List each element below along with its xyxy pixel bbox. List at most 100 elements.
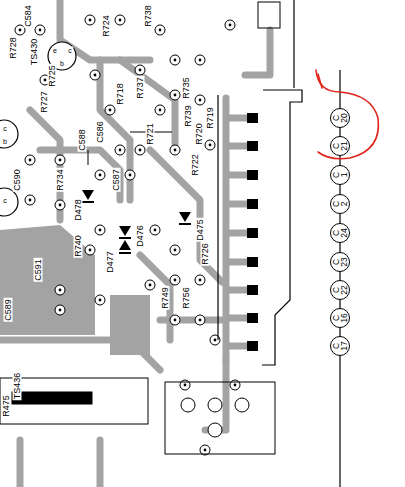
board-edge	[218, 0, 340, 487]
part-label: C590	[13, 168, 22, 192]
part-label: D477	[106, 250, 115, 274]
pad-trace	[226, 343, 250, 350]
pad-trace	[226, 143, 250, 150]
part-label: R734	[56, 168, 65, 192]
part-label: R724	[102, 14, 111, 38]
part-label: R735	[182, 76, 191, 100]
edge-pad	[247, 113, 258, 123]
solder-pad	[85, 245, 95, 255]
pin-number: C 2	[332, 201, 348, 207]
connector-pads	[247, 113, 258, 351]
solder-pad	[95, 170, 105, 180]
solder-pad	[90, 70, 100, 80]
pad-traces	[226, 118, 250, 346]
solder-pad	[135, 145, 145, 155]
solder-pad	[155, 105, 165, 115]
connector-circle: C 23	[330, 252, 350, 272]
solder-pad	[105, 105, 115, 115]
part-label: TS436	[13, 372, 22, 401]
connector-circle: C 22	[330, 280, 350, 300]
part-label: R737	[136, 76, 145, 100]
solder-pad	[85, 15, 95, 25]
pin-letter: b	[59, 60, 65, 67]
pad-trace	[226, 115, 250, 122]
solder-pad	[55, 155, 65, 165]
pin-letter: c	[2, 125, 8, 132]
part-label: TS430	[30, 38, 39, 67]
pin-letter: e	[52, 47, 58, 54]
part-label: R726	[201, 242, 210, 266]
pin-number: C 20	[332, 113, 348, 122]
part-label: C591	[34, 258, 43, 282]
edge-pad	[247, 257, 258, 267]
part-label: D475	[196, 218, 205, 242]
solder-pad	[170, 145, 180, 155]
solder-pad	[95, 225, 105, 235]
solder-pad	[55, 200, 65, 210]
pin-number: C 22	[332, 285, 348, 294]
pad-trace	[226, 201, 250, 208]
solder-pad	[195, 275, 205, 285]
diode-symbols	[82, 190, 191, 254]
solder-pad	[150, 225, 160, 235]
solder-pad	[195, 95, 205, 105]
part-label: R728	[9, 36, 18, 60]
part-label: C586	[96, 120, 105, 144]
solder-pad	[170, 275, 180, 285]
edge-pad	[247, 199, 258, 209]
part-label: R718	[116, 82, 125, 106]
connector-circle: C 16	[330, 308, 350, 328]
solder-pad	[25, 155, 35, 165]
solder-pad	[195, 315, 205, 325]
solder-pad	[225, 20, 235, 30]
solder-pad	[115, 145, 125, 155]
edge-pad	[247, 285, 258, 295]
solder-pad	[145, 280, 155, 290]
edge-pad	[247, 341, 258, 351]
pad-trace	[226, 259, 250, 266]
part-label: D478	[74, 198, 83, 222]
edge-pad	[247, 141, 258, 151]
edge-pad	[247, 170, 258, 180]
edge-pad	[247, 313, 258, 323]
connector-circle: C 2	[330, 194, 350, 214]
part-label: R722	[191, 153, 200, 177]
part-label: C587	[112, 168, 121, 192]
connector-circle: C 20	[330, 108, 350, 128]
connector-circle: C 21	[330, 136, 350, 156]
pin-number: C 1	[332, 172, 348, 178]
pin-letter: c	[2, 197, 8, 204]
solder-pad	[115, 15, 125, 25]
connector-circle: C 24	[330, 223, 350, 243]
solder-pad	[135, 65, 145, 75]
edge-pad	[247, 228, 258, 238]
solder-pad	[55, 285, 65, 295]
part-label: R721	[146, 122, 155, 146]
part-label: R739	[184, 104, 193, 128]
part-label: R756	[182, 286, 191, 310]
pin-letter: c	[67, 47, 73, 54]
component-pads	[15, 15, 240, 455]
part-label: R725	[48, 64, 57, 88]
pin-letter: b	[2, 138, 8, 145]
part-label: R720	[195, 122, 204, 146]
solder-pad	[95, 295, 105, 305]
copper-area	[110, 295, 150, 355]
part-label: R740	[74, 234, 83, 258]
connector-circle: C 1	[330, 165, 350, 185]
part-label: D476	[136, 224, 145, 248]
connector-circle: C 17	[330, 336, 350, 356]
pad-trace	[226, 287, 250, 294]
red-annotation	[316, 70, 378, 159]
solder-pad	[205, 140, 215, 150]
solder-pad	[170, 245, 180, 255]
part-label: C588	[78, 128, 87, 152]
solder-pad	[170, 90, 180, 100]
solder-pad	[125, 170, 135, 180]
part-label: C589	[4, 298, 13, 322]
solder-pad	[25, 195, 35, 205]
part-label: C584	[24, 4, 33, 28]
solder-pad	[55, 305, 65, 315]
part-label: R749	[161, 286, 170, 310]
pin-number: C 16	[332, 313, 348, 322]
